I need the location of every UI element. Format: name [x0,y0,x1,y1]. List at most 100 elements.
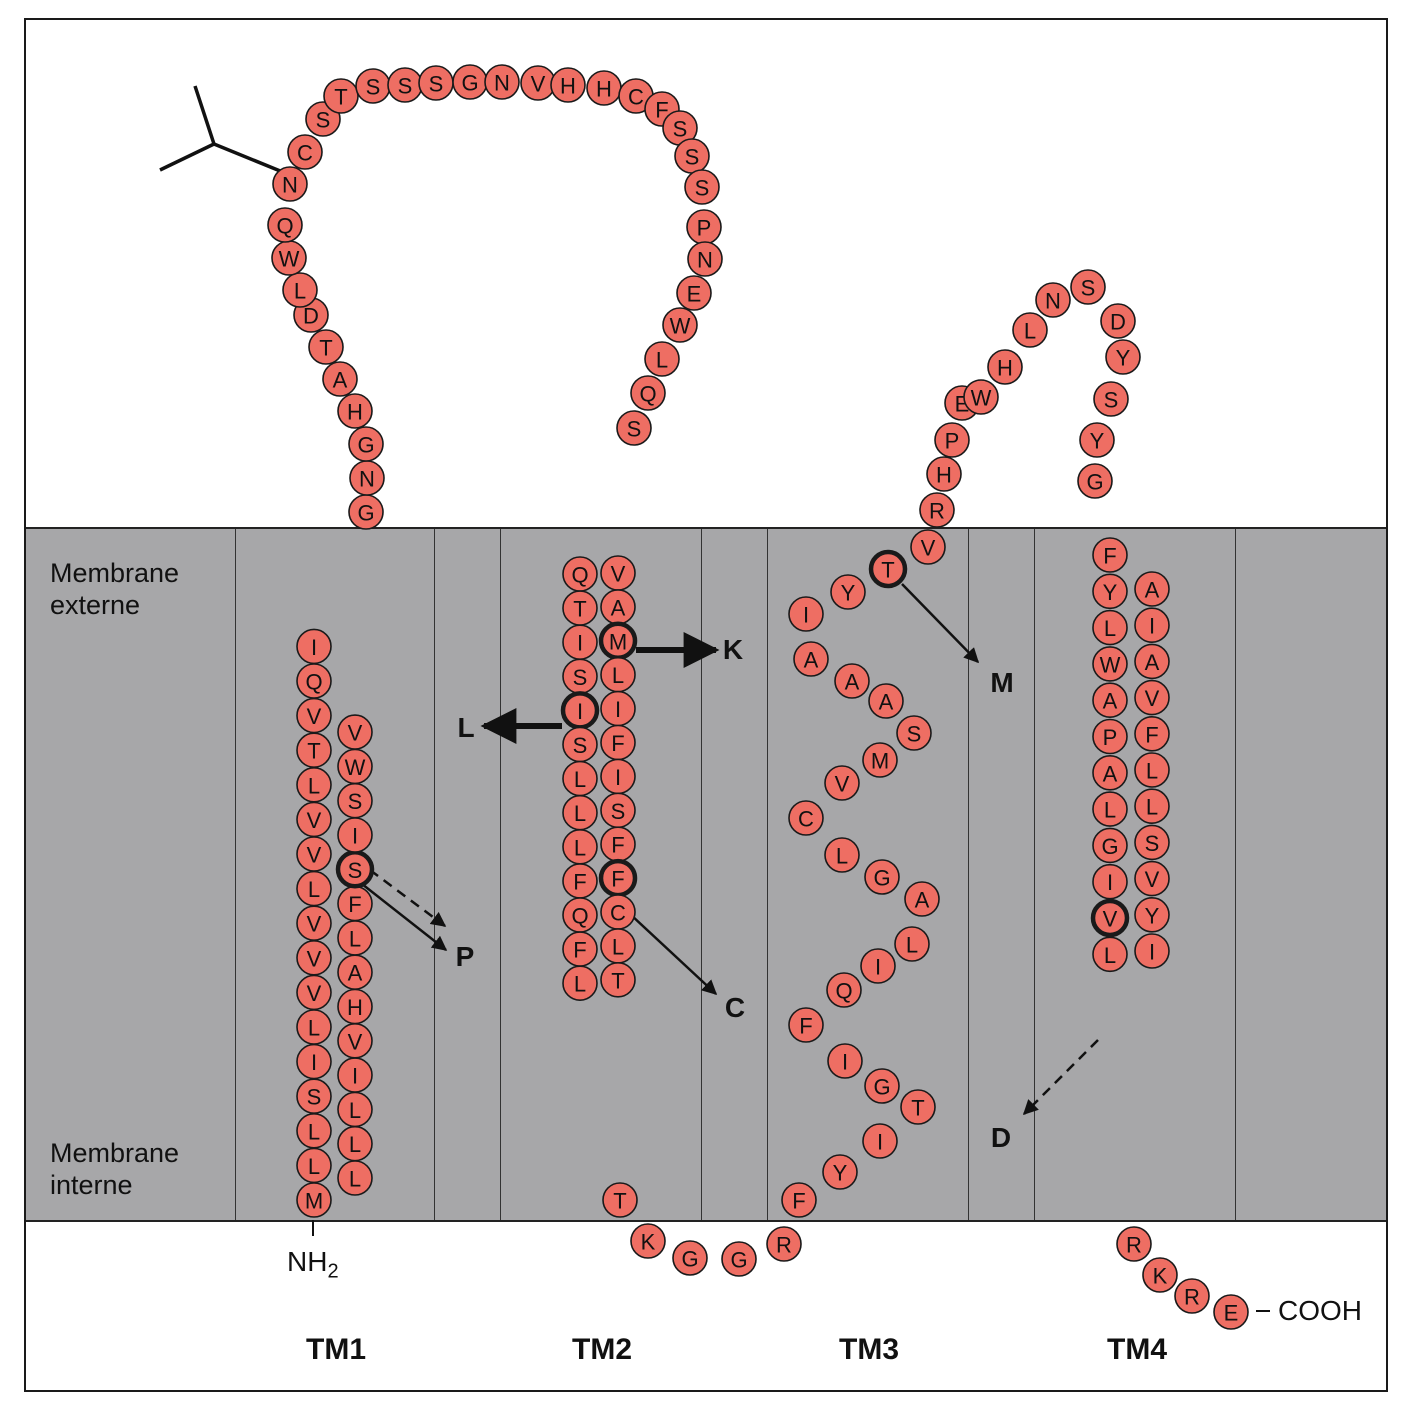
residue-g: G [348,494,384,530]
svg-text:L: L [308,773,320,798]
svg-text:L: L [308,1119,320,1144]
svg-text:P: P [945,429,960,454]
residue-a: A [1092,682,1128,719]
segment-label-tm2: TM2 [572,1333,632,1366]
svg-text:A: A [879,690,894,715]
svg-text:I: I [842,1050,848,1075]
svg-text:A: A [333,368,348,393]
residue-c: C [618,78,654,114]
residue-v: V [296,974,332,1011]
svg-text:Q: Q [639,382,656,407]
residue-h: H [337,988,373,1025]
membrane-divider [767,529,768,1220]
residue-f: F [600,724,636,761]
residue-l: L [562,794,598,831]
svg-text:S: S [1104,388,1119,413]
svg-text:R: R [929,499,945,524]
svg-text:Y: Y [833,1161,848,1186]
residue-c: C [788,800,824,836]
svg-text:V: V [611,562,626,587]
svg-text:S: S [611,799,626,824]
residue-a: A [337,954,373,991]
svg-text:S: S [907,722,922,747]
svg-text:W: W [670,314,691,339]
residue-a: A [868,683,904,719]
residue-l: L [1134,752,1170,788]
residue-a: A [1092,754,1128,791]
svg-text:T: T [881,558,894,583]
residue-y: Y [1079,422,1115,458]
residue-l: L [296,766,332,803]
svg-text:S: S [673,117,688,142]
residue-y: Y [1134,896,1170,933]
mutation-arrow [361,883,448,951]
svg-text:S: S [1081,276,1096,301]
svg-text:L: L [308,877,320,902]
svg-text:P: P [1103,725,1118,750]
svg-text:Y: Y [1103,580,1118,605]
svg-text:S: S [348,789,363,814]
membrane-divider [1235,529,1236,1220]
svg-text:I: I [803,603,809,628]
residue-l: L [296,1113,332,1149]
svg-text:Q: Q [276,214,293,239]
residue-q: Q [826,972,862,1008]
svg-text:K: K [641,1230,656,1255]
residue-l: L [1092,936,1128,973]
svg-text:G: G [873,866,890,891]
svg-text:Q: Q [305,670,322,695]
membrane-divider [235,529,236,1220]
residue-t: T [900,1089,936,1125]
residue-n: N [484,64,520,100]
residue-n: N [272,166,308,202]
residue-h: H [586,70,622,106]
svg-text:S: S [366,75,381,100]
residue-p: P [686,209,722,245]
svg-text:T: T [911,1096,924,1121]
residue-v: V [296,939,332,976]
residue-g: G [1092,827,1128,864]
residue-r: R [1174,1278,1210,1314]
svg-text:N: N [282,173,298,198]
mutation-label-k: K [722,634,744,665]
svg-text:F: F [611,833,624,858]
residue-q: Q [562,556,598,592]
svg-text:A: A [1103,689,1118,714]
segment-label-tm3: TM3 [839,1333,899,1366]
svg-text:I: I [577,631,583,656]
residue-f: F [1134,715,1170,752]
residue-v: V [296,836,332,872]
residue-t: T [308,329,344,365]
residue-m: M [862,742,898,778]
svg-text:W: W [1100,652,1121,677]
svg-text:A: A [1103,761,1118,786]
n-terminus-subscript: 2 [327,1260,339,1283]
svg-text:Q: Q [571,563,588,588]
svg-text:A: A [804,648,819,673]
svg-text:W: W [345,755,366,780]
svg-text:L: L [574,767,586,792]
svg-text:F: F [655,98,668,123]
residue-n: N [687,241,723,277]
residue-v: V [296,801,332,838]
residue-h: H [987,349,1023,385]
svg-text:V: V [307,843,322,868]
residue-s: S [562,658,598,695]
residue-t: T [296,732,332,769]
svg-text:Y: Y [1090,429,1105,454]
svg-text:T: T [573,597,586,622]
residue-v: V [520,65,556,101]
residue-s: S [600,792,636,829]
residue-v: V [1090,898,1130,938]
svg-text:S: S [1145,831,1160,856]
segment-label-tm1: TM1 [306,1333,366,1366]
svg-text:V: V [531,72,546,97]
svg-text:M: M [305,1189,323,1214]
svg-text:T: T [319,336,332,361]
svg-text:M: M [871,749,889,774]
residue-l: L [1092,791,1128,827]
residue-s: S [616,410,652,446]
residue-w: W [1092,646,1128,682]
svg-text:L: L [1024,319,1036,344]
residue-s: S [335,850,375,889]
